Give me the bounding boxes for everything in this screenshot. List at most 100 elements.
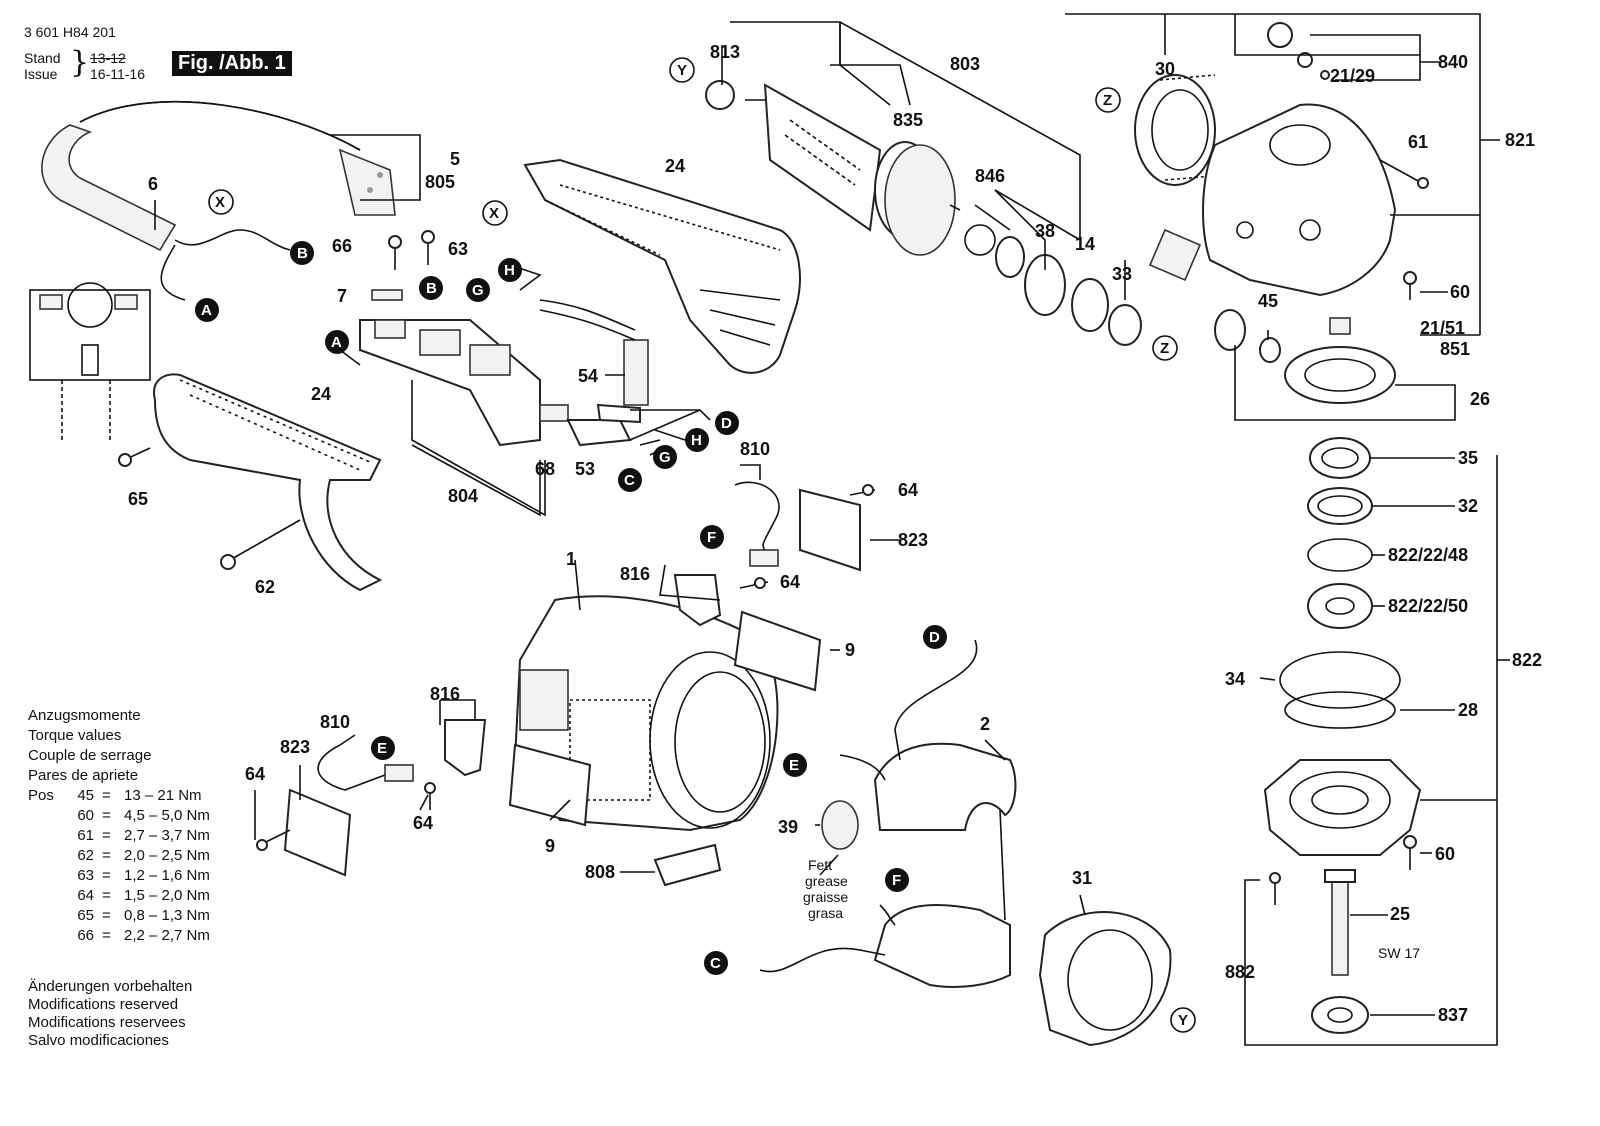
svg-text:C: C <box>624 472 635 489</box>
torque-pos: 60 <box>77 807 94 824</box>
label-813: 813 <box>710 42 740 62</box>
label-30: 30 <box>1155 59 1175 79</box>
marker-h-top: H <box>498 258 522 282</box>
label-31: 31 <box>1072 868 1092 888</box>
torque-eq: = <box>102 927 111 944</box>
label-39: 39 <box>778 817 798 837</box>
issue-label: Issue <box>24 66 58 82</box>
screw-62 <box>220 519 301 570</box>
stand-value: 13-12 <box>90 50 126 66</box>
bearing-33b <box>1108 304 1142 346</box>
label-822-22-50: 822/22/50 <box>1388 596 1468 616</box>
label-68: 68 <box>535 459 555 479</box>
torque-pos: 64 <box>77 887 94 904</box>
torque-row: 66 = 2,2 – 2,7 Nm <box>28 926 210 946</box>
label-803: 803 <box>950 54 980 74</box>
screw-64-d <box>256 829 291 851</box>
bearing-39 <box>821 800 859 850</box>
part-labels: 813 803 835 30 840 21/29 821 61 846 38 1… <box>128 42 1542 1025</box>
marker-e-right: E <box>783 753 807 777</box>
torque-value: 2,0 – 2,5 Nm <box>124 847 210 864</box>
nut-45 <box>1259 337 1281 363</box>
gear-30 <box>1134 74 1226 186</box>
modifications-note: Änderungen vorbehalten Modifications res… <box>28 978 192 1050</box>
label-9-bottom <box>508 743 592 827</box>
svg-text:X: X <box>489 205 499 222</box>
label-837: 837 <box>1438 1005 1468 1025</box>
svg-text:D: D <box>721 415 732 432</box>
capacitor-54 <box>539 299 649 406</box>
label-60-bottom: 60 <box>1435 844 1455 864</box>
torque-pos: 62 <box>77 847 94 864</box>
screw-64-b <box>739 577 769 589</box>
torque-eq: = <box>102 827 111 844</box>
grease-note-3: graisse <box>803 889 848 905</box>
torque-pos: 66 <box>77 927 94 944</box>
label-53: 53 <box>575 459 595 479</box>
screw-60-bottom <box>1403 835 1417 870</box>
svg-text:B: B <box>426 280 437 297</box>
svg-text:Y: Y <box>677 62 687 79</box>
svg-text:G: G <box>659 449 671 466</box>
brush-holder-816-left <box>444 719 487 777</box>
label-45: 45 <box>1258 291 1278 311</box>
label-14: 14 <box>1075 234 1095 254</box>
svg-text:Y: Y <box>1178 1012 1188 1029</box>
label-808: 808 <box>585 862 615 882</box>
label-6: 6 <box>148 174 158 194</box>
label-64-a: 64 <box>898 480 918 500</box>
label-2: 2 <box>980 714 990 734</box>
spanner-size: SW 17 <box>1378 945 1420 961</box>
figure-label: Fig. /Abb. 1 <box>172 51 292 76</box>
label-804: 804 <box>448 486 478 506</box>
torque-value: 2,7 – 3,7 Nm <box>124 827 210 844</box>
label-26: 26 <box>1470 389 1490 409</box>
brush-part <box>1148 228 1202 282</box>
crown-gear-26 <box>1284 346 1396 404</box>
grease-note-4: grasa <box>808 905 843 921</box>
label-823-top: 823 <box>898 530 928 550</box>
pinion-gear <box>1214 309 1246 351</box>
marker-b-switch: B <box>419 276 443 300</box>
label-35: 35 <box>1458 448 1478 468</box>
pin-21-29 <box>1297 52 1330 80</box>
nut-837 <box>1311 996 1369 1034</box>
screw-65 <box>118 447 151 467</box>
svg-text:H: H <box>691 432 702 449</box>
torque-eq: = <box>102 847 111 864</box>
label-5: 5 <box>450 149 460 169</box>
svg-text:G: G <box>472 282 484 299</box>
gear-housing-821 <box>1202 103 1397 297</box>
torque-pos: 65 <box>77 907 94 924</box>
label-805: 805 <box>425 172 455 192</box>
torque-value: 1,5 – 2,0 Nm <box>124 887 210 904</box>
end-shield-31 <box>1038 911 1172 1047</box>
label-9-top: 9 <box>845 640 855 660</box>
svg-text:A: A <box>201 302 212 319</box>
field-coil-2 <box>759 639 1017 988</box>
label-54: 54 <box>578 366 598 386</box>
torque-eq: = <box>102 867 111 884</box>
part-number: 3 601 H84 201 <box>24 24 116 40</box>
note-de: Änderungen vorbehalten <box>28 978 193 995</box>
torque-row: 61=2,7 – 3,7 Nm <box>28 826 210 846</box>
label-60-top: 60 <box>1450 282 1470 302</box>
label-835: 835 <box>893 110 923 130</box>
torque-value: 13 – 21 Nm <box>124 787 202 804</box>
bearing-33a <box>1071 278 1109 332</box>
torque-value: 2,2 – 2,7 Nm <box>124 927 210 944</box>
issue-value: 16-11-16 <box>90 66 146 82</box>
housing-cover-24 <box>523 158 801 374</box>
torque-eq: = <box>102 787 111 804</box>
brush-holder-816-top <box>673 574 722 627</box>
svg-text:Z: Z <box>1103 92 1112 109</box>
label-810-top: 810 <box>740 439 770 459</box>
cover-823-left <box>283 788 352 877</box>
torque-pos: 63 <box>77 867 94 884</box>
label-32: 32 <box>1458 496 1478 516</box>
torque-table: Anzugsmomente Torque values Couple de se… <box>28 706 210 946</box>
svg-text:B: B <box>297 245 308 262</box>
svg-text:F: F <box>707 529 716 546</box>
marker-f-top: F <box>700 525 724 549</box>
